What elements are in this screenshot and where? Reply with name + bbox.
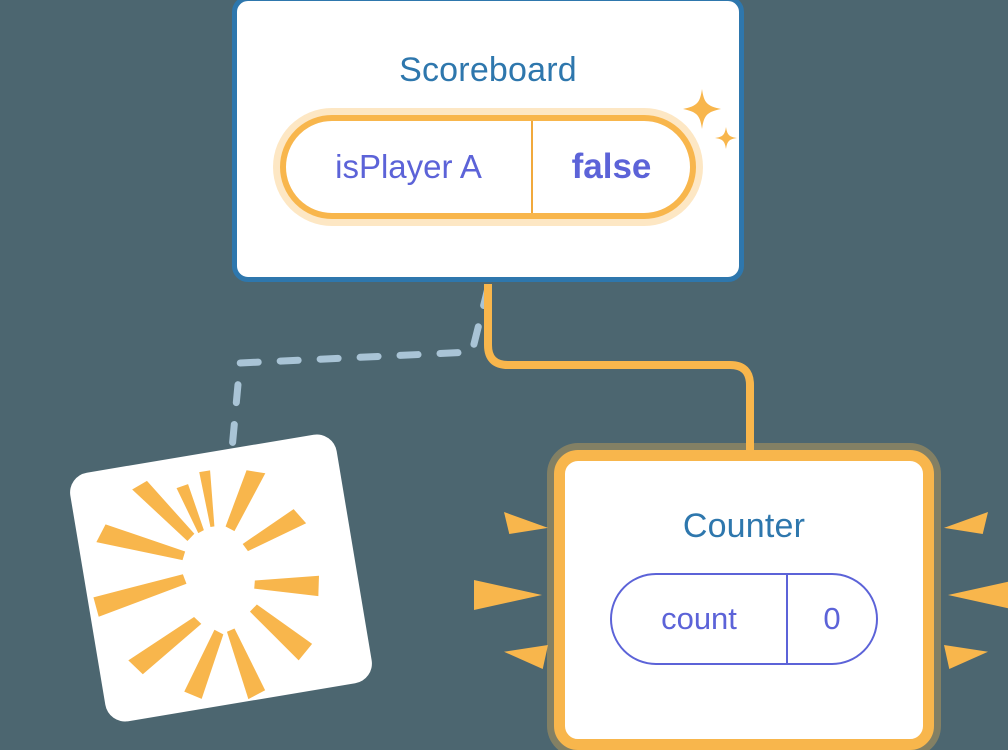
state-pill-isplayer-a[interactable]: isPlayer A false <box>280 115 696 219</box>
page-title: Scoreboard <box>399 51 577 89</box>
state-value-label: false <box>571 147 652 186</box>
node-card-scoreboard[interactable]: Scoreboard isPlayer A false <box>232 0 744 282</box>
counter-title: Counter <box>682 507 806 545</box>
state-value-label: 0 <box>823 601 841 636</box>
node-card-counter[interactable]: Counter count 0 <box>554 450 934 750</box>
state-key-label: isPlayer A <box>286 121 533 213</box>
state-pill-wrapper-counter: count 0 <box>610 573 878 665</box>
connector-scoreboard-to-blank <box>224 284 492 496</box>
state-pill-count[interactable]: count 0 <box>610 573 878 665</box>
state-key-label: count <box>612 575 788 663</box>
connector-scoreboard-to-counter <box>484 284 754 470</box>
burst-icon <box>93 470 319 700</box>
state-pill-wrapper-scoreboard: isPlayer A false <box>280 89 737 219</box>
sparkle-small-icon <box>715 127 737 149</box>
node-card-blank[interactable] <box>67 431 375 725</box>
